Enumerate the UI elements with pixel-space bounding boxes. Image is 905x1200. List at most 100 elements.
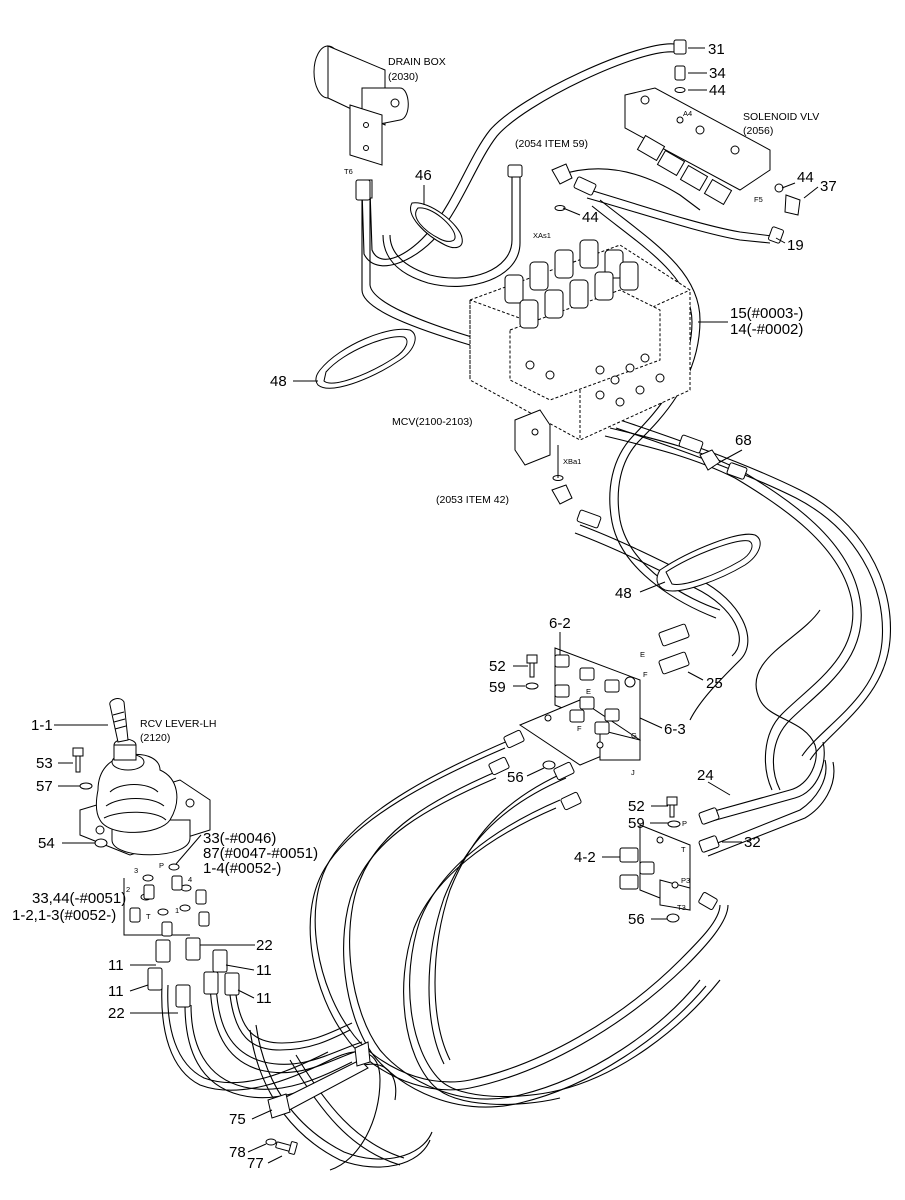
callout-19: 19 — [787, 237, 804, 254]
callout-75: 75 — [229, 1111, 246, 1128]
washer-59-lower — [667, 820, 681, 828]
callout-1-4: 1-4(#0052-) — [203, 860, 281, 877]
bracket-4-2 — [619, 824, 691, 911]
callout-33-44: 33,44(-#0051) — [32, 890, 126, 907]
leader-lines — [54, 47, 819, 1164]
port-n3: 3 — [134, 866, 138, 875]
port-p3: P3 — [681, 876, 690, 885]
mcv-spool-stacks — [504, 239, 639, 329]
bolt-77 — [275, 1141, 298, 1155]
callout-33: 33(-#0046) — [203, 830, 276, 847]
port-n4: 4 — [188, 875, 192, 884]
port-p1: P — [682, 819, 687, 828]
port-a4: A4 — [683, 109, 692, 118]
callout-78: 78 — [229, 1144, 246, 1161]
callout-37: 37 — [820, 178, 837, 195]
callout-32: 32 — [744, 834, 761, 851]
rcv-port-fittings — [123, 863, 210, 937]
solenoid-valve — [624, 87, 771, 206]
callout-31: 31 — [708, 41, 725, 58]
port-f2: F — [577, 724, 582, 733]
port-n2: 2 — [126, 885, 130, 894]
mcv-ports — [525, 353, 665, 407]
callout-46: 46 — [415, 167, 432, 184]
rcv-label: RCV LEVER-LH — [140, 718, 216, 730]
port-f5: F5 — [754, 195, 763, 204]
callout-53: 53 — [36, 755, 53, 772]
callout-11-a: 11 — [108, 957, 124, 974]
callout-56-a: 56 — [507, 769, 524, 786]
hose-band-48-lower — [656, 533, 761, 592]
rcv-lever — [79, 698, 211, 856]
callout-56-b: 56 — [628, 911, 645, 928]
solenoid-ref: (2056) — [743, 125, 773, 137]
hose-band-46 — [410, 202, 463, 249]
callout-87: 87(#0047-#0051) — [203, 845, 318, 862]
port-f1: F — [643, 670, 648, 679]
callout-22-b: 22 — [108, 1005, 125, 1022]
callout-52-a: 52 — [489, 658, 506, 675]
callout-44-b: 44 — [797, 169, 814, 186]
bracket-6-3 — [518, 647, 642, 766]
callout-59-a: 59 — [489, 679, 506, 696]
ref-2053: (2053 ITEM 42) — [436, 494, 509, 506]
bolt-52-lower — [666, 796, 678, 818]
callout-4-2: 4-2 — [574, 849, 596, 866]
callout-15: 15(#0003-) — [730, 305, 803, 322]
port-xba1: XBa1 — [563, 457, 581, 466]
callout-52-b: 52 — [628, 798, 645, 815]
port-n1: 1 — [175, 906, 179, 915]
washer-59-upper — [525, 682, 539, 690]
callout-57: 57 — [36, 778, 53, 795]
callout-44-c: 44 — [582, 209, 599, 226]
clamp-75 — [267, 1041, 371, 1119]
callout-44-a: 44 — [709, 82, 726, 99]
callout-48-a: 48 — [270, 373, 287, 390]
port-e2: E — [586, 687, 591, 696]
callout-1-2-1-3: 1-2,1-3(#0052-) — [12, 907, 116, 924]
port-t6: T6 — [344, 167, 353, 176]
washer-78 — [265, 1138, 277, 1146]
callout-14: 14(-#0002) — [730, 321, 803, 338]
ref-2054: (2054 ITEM 59) — [515, 138, 588, 150]
main-control-valve — [469, 163, 691, 505]
bolt-53 — [72, 747, 84, 773]
manifold-fittings-6-2 — [554, 654, 620, 735]
callout-25: 25 — [706, 675, 723, 692]
nut-56-lower — [666, 913, 680, 923]
port-t3: T3 — [677, 903, 686, 912]
callout-77: 77 — [247, 1155, 264, 1172]
callout-6-3: 6-3 — [664, 721, 686, 738]
port-xas1: XAs1 — [533, 231, 551, 240]
callout-24: 24 — [697, 767, 714, 784]
callout-11-b: 11 — [256, 962, 272, 979]
callout-11-c: 11 — [108, 983, 124, 1000]
callout-34: 34 — [709, 65, 726, 82]
callouts: 31 34 44 44 37 19 46 44 48 15(#0003-) 14… — [12, 41, 837, 1172]
drain-box-label: DRAIN BOX — [388, 56, 446, 68]
hose-band-48-upper — [315, 328, 416, 389]
callout-6-2: 6-2 — [549, 615, 571, 632]
callout-22-a: 22 — [256, 937, 273, 954]
port-t1: T — [681, 845, 686, 854]
callout-11-d: 11 — [256, 990, 272, 1007]
mcv-label: MCV(2100-2103) — [392, 416, 473, 428]
nut-54 — [94, 838, 108, 848]
rcv-ref: (2120) — [140, 732, 170, 744]
bolt-52-upper — [526, 654, 538, 678]
port-e1: E — [640, 650, 645, 659]
solenoid-label: SOLENOID VLV — [743, 111, 819, 123]
drain-box — [313, 45, 409, 199]
port-nt: T — [146, 912, 151, 921]
fittings — [355, 39, 801, 910]
port-g: G — [631, 731, 637, 740]
callout-48-b: 48 — [615, 585, 632, 602]
washer-57 — [79, 782, 93, 790]
callout-1-1: 1-1 — [31, 717, 53, 734]
nut-56-upper — [542, 760, 556, 770]
callout-54: 54 — [38, 835, 55, 852]
drain-box-ref: (2030) — [388, 71, 418, 83]
lever-hose-ends — [147, 937, 240, 1008]
port-np: P — [159, 861, 164, 870]
